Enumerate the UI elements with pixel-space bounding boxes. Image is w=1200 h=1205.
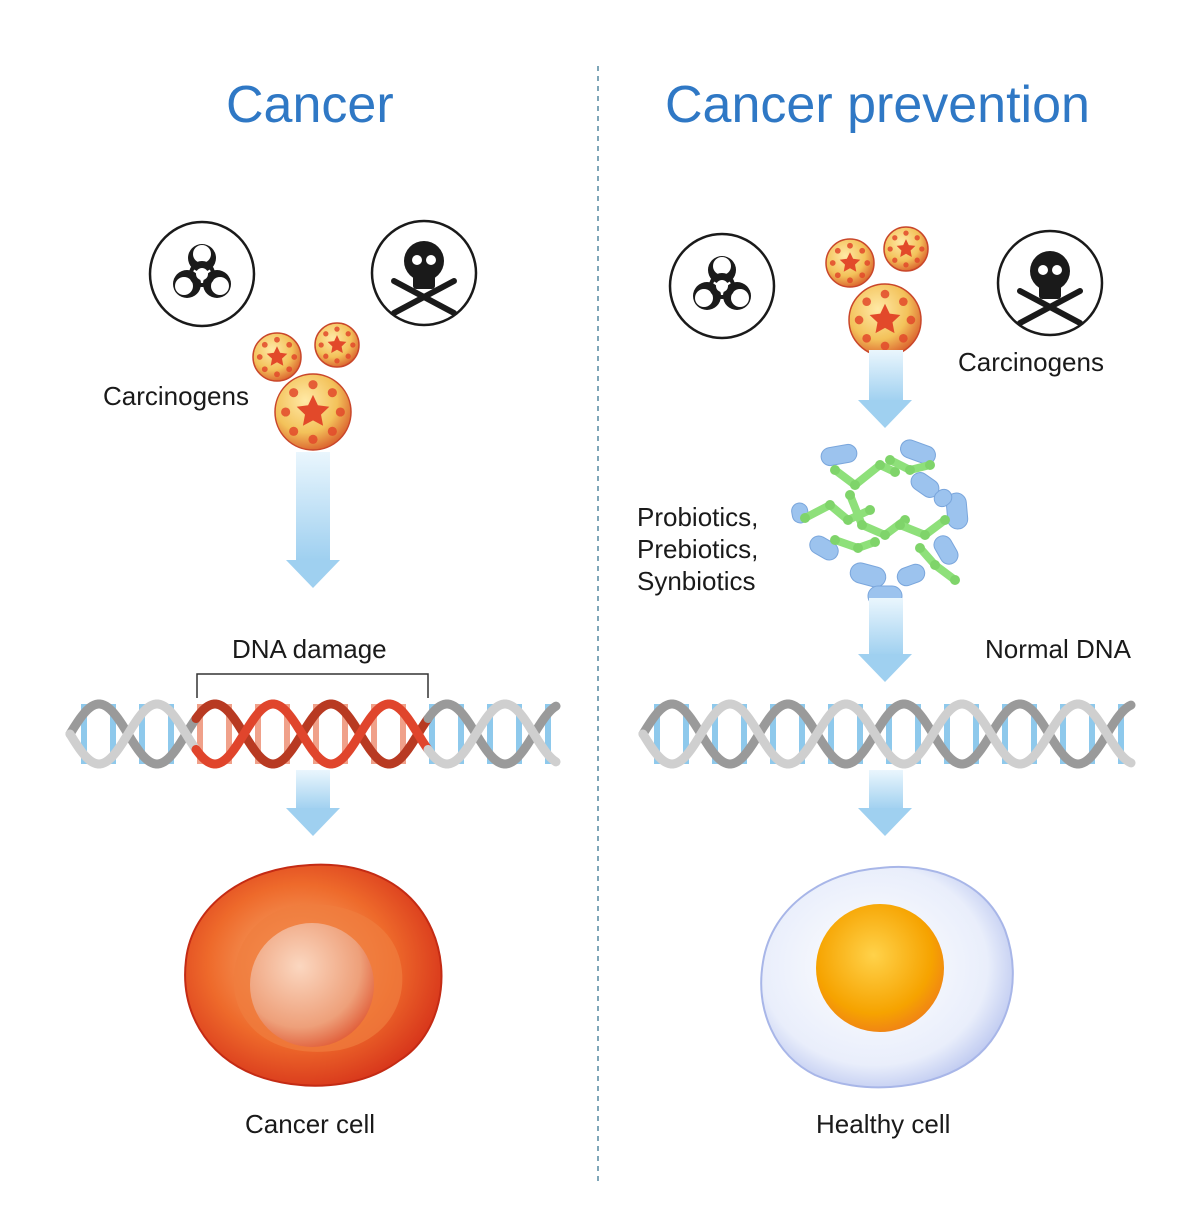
dna-base-pair — [458, 704, 464, 764]
carcinogen-particle-icon — [274, 373, 352, 451]
bacterium-rod — [945, 492, 969, 530]
dna-base-pair — [857, 704, 863, 764]
carcinogen-particle-icon — [825, 238, 875, 288]
bacterium-branched — [846, 491, 909, 539]
dna-helix-normal — [638, 699, 1136, 769]
dna-base-pair — [545, 704, 551, 764]
carcinogen-particle-icon — [314, 322, 360, 368]
dna-damage-label: DNA damage — [232, 634, 387, 664]
dna-base-pair — [516, 704, 522, 764]
dna-base-pair — [915, 704, 921, 764]
arrow-carcinogens-to-probiotics — [858, 350, 912, 428]
skull-crossbones-icon — [370, 219, 478, 327]
dna-base-pair — [313, 704, 319, 764]
prebiotics-text: Prebiotics, — [637, 534, 759, 564]
dna-base-pair — [284, 704, 290, 764]
bacterium-rod — [896, 563, 926, 587]
dna-base-pair — [770, 704, 776, 764]
bacterium-rod — [933, 488, 953, 508]
dna-base-pair — [1060, 704, 1066, 764]
dna-base-pair — [197, 704, 203, 764]
biohazard-icon — [148, 220, 256, 328]
dna-base-pair — [429, 704, 435, 764]
dna-base-pair — [683, 704, 689, 764]
biotics-label: Probiotics, Prebiotics, Synbiotics — [637, 501, 758, 597]
cancer-cell-label: Cancer cell — [245, 1109, 376, 1139]
dna-base-pair — [400, 704, 406, 764]
bacterium-rod — [933, 535, 959, 565]
right-carcinogens-label: Carcinogens — [958, 347, 1104, 377]
synbiotics-text: Synbiotics — [637, 566, 756, 596]
dna-base-pair — [1089, 704, 1095, 764]
skull-crossbones-icon — [996, 229, 1104, 337]
bacterium-rod — [900, 439, 936, 465]
bacteria-icon — [791, 439, 969, 607]
dna-helix-damaged — [65, 699, 561, 769]
healthy-cell — [760, 865, 1014, 1089]
bacterium-branched — [831, 461, 899, 489]
dna-base-pair — [741, 704, 747, 764]
carcinogen-particle-icon — [883, 226, 929, 272]
probiotics-text: Probiotics, — [637, 502, 759, 532]
carcinogen-particle-icon — [848, 283, 922, 357]
dna-base-pair — [168, 704, 174, 764]
normal-dna-label: Normal DNA — [985, 634, 1131, 664]
dna-base-pair — [371, 704, 377, 764]
dna-base-pair — [828, 704, 834, 764]
dna-base-pair — [973, 704, 979, 764]
dna-base-pair — [487, 704, 493, 764]
dna-base-pair — [1031, 704, 1037, 764]
dna-damage-bracket — [196, 673, 429, 698]
left-carcinogens-label: Carcinogens — [103, 381, 249, 411]
dna-base-pair — [799, 704, 805, 764]
dna-base-pair — [944, 704, 950, 764]
dna-base-pair — [81, 704, 87, 764]
dna-base-pair — [110, 704, 116, 764]
dna-base-pair — [886, 704, 892, 764]
dna-base-pair — [139, 704, 145, 764]
bacterium-rod — [820, 443, 858, 467]
dna-base-pair — [1002, 704, 1008, 764]
cancer-cell — [184, 863, 443, 1087]
dna-base-pair — [1118, 704, 1124, 764]
arrow-probiotics-to-dna — [858, 598, 912, 682]
dna-base-pair — [342, 704, 348, 764]
dna-base-pair — [226, 704, 232, 764]
bacterium-rod — [849, 562, 887, 588]
biohazard-icon — [668, 232, 776, 340]
arrow-dna-to-cancer-cell — [286, 770, 340, 836]
arrow-dna-to-healthy-cell — [858, 770, 912, 836]
dna-base-pair — [712, 704, 718, 764]
arrow-carcinogens-to-dna — [286, 452, 340, 588]
carcinogen-particle-icon — [252, 332, 302, 382]
left-panel-title: Cancer — [226, 76, 394, 134]
dna-base-pair — [654, 704, 660, 764]
healthy-cell-label: Healthy cell — [816, 1109, 951, 1139]
right-panel-title: Cancer prevention — [665, 76, 1090, 134]
dna-base-pair — [255, 704, 261, 764]
